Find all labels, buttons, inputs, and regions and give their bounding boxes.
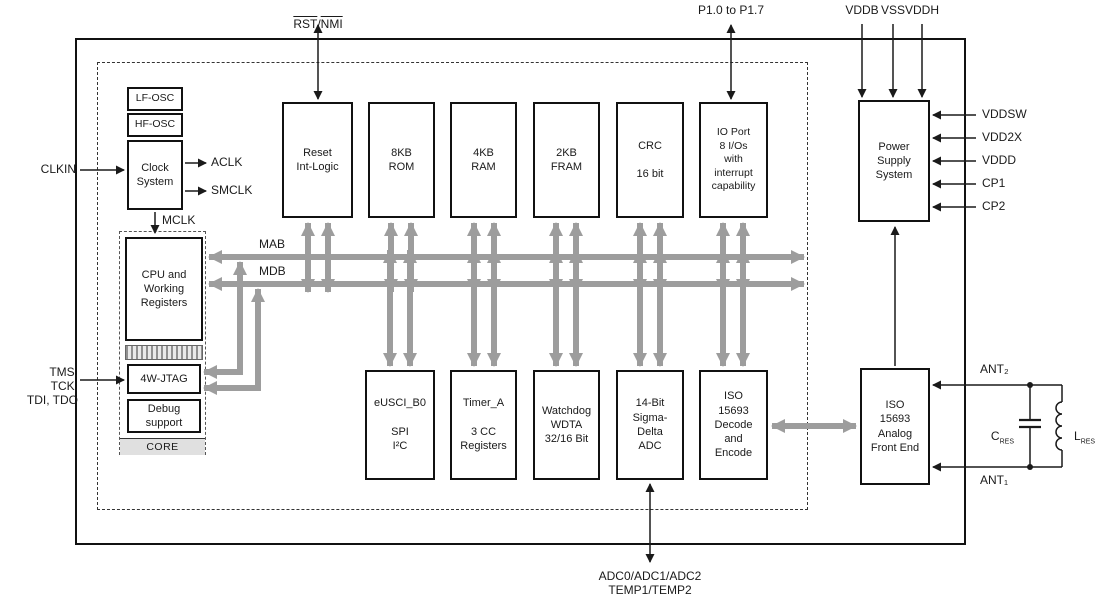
nmi-label: NMI — [320, 16, 343, 31]
block-iso-analog-front-end: ISO 15693 Analog Front End — [860, 368, 930, 485]
block-watchdog: Watchdog WDTA 32/16 Bit — [533, 370, 600, 480]
rst-label: RST — [293, 16, 318, 31]
aclk-label: ACLK — [211, 155, 243, 169]
cp2-pin-label: CP2 — [982, 199, 1006, 213]
block-io-port: IO Port 8 I/Os with interrupt capability — [699, 102, 768, 218]
block-fram: 2KB FRAM — [533, 102, 600, 218]
inductor-coil — [1055, 401, 1063, 451]
bus-lines — [203, 222, 857, 433]
adc-pins-label: ADC0/ADC1/ADC2 TEMP1/TEMP2 — [598, 569, 702, 597]
lres-sub: RES — [1080, 438, 1096, 446]
block-rom: 8KB ROM — [368, 102, 435, 218]
core-label-strip: CORE — [120, 438, 205, 455]
cres-base: C — [990, 428, 1000, 443]
jtag-bus-link — [203, 261, 247, 379]
cp1-pin-label: CP1 — [982, 176, 1006, 190]
clkin-pin-label: CLKIN — [40, 162, 76, 176]
block-clock-system: Clock System — [127, 140, 183, 210]
mdb-bus-label: MDB — [259, 264, 286, 278]
vddd-pin-label: VDDD — [982, 153, 1017, 167]
block-4w-jtag: 4W-JTAG — [127, 364, 201, 394]
block-hf-osc: HF-OSC — [127, 113, 183, 137]
digital-section-boundary — [97, 62, 808, 510]
vdd2x-pin-label: VDD2X — [982, 130, 1023, 144]
block-debug-support: Debug support — [127, 399, 201, 433]
cres-label: CRES — [988, 416, 1014, 446]
signal-lines — [80, 24, 976, 563]
vddb-pin-label: VDDB — [845, 3, 879, 17]
block-power-supply: Power Supply System — [858, 100, 930, 222]
block-ram: 4KB RAM — [450, 102, 517, 218]
block-reset-int-logic: Reset Int-Logic — [282, 102, 353, 218]
rst-nmi-pin-label: RST/NMI — [270, 4, 366, 32]
junction-dot — [1027, 382, 1033, 388]
block-eusci-b0: eUSCI_B0 SPI I²C — [365, 370, 435, 480]
block-cpu: CPU and Working Registers — [125, 237, 203, 341]
cres-sub: RES — [999, 438, 1014, 446]
block-iso-decode-encode: ISO 15693 Decode and Encode — [699, 370, 768, 480]
block-sigma-delta-adc: 14-Bit Sigma- Delta ADC — [616, 370, 684, 480]
vddsw-pin-label: VDDSW — [982, 107, 1027, 121]
lres-base: L — [1074, 428, 1081, 443]
chip-boundary — [75, 38, 966, 545]
mab-bus-label: MAB — [259, 237, 286, 251]
lres-label: LRES — [1074, 416, 1095, 446]
cpu-jtag-interconnect — [125, 345, 203, 360]
mclk-label: MCLK — [162, 213, 196, 227]
block-timer-a: Timer_A 3 CC Registers — [450, 370, 517, 480]
antenna-circuit — [932, 380, 1063, 472]
vss-pin-label: VSS — [880, 3, 905, 17]
block-crc: CRC 16 bit — [616, 102, 684, 218]
jtag-bus-link — [203, 288, 265, 395]
smclk-label: SMCLK — [211, 183, 253, 197]
block-lf-osc: LF-OSC — [127, 87, 183, 111]
ant1-pin-label: ANT₁ — [980, 473, 1009, 487]
vddh-pin-label: VDDH — [904, 3, 939, 17]
jtag-pins-label: TMS, TCK, TDI, TDO — [26, 365, 78, 407]
pin-slash: / — [317, 16, 321, 31]
ant2-pin-label: ANT₂ — [980, 362, 1009, 376]
port1-pin-label: P1.0 to P1.7 — [697, 3, 765, 17]
junction-dot — [1027, 464, 1033, 470]
